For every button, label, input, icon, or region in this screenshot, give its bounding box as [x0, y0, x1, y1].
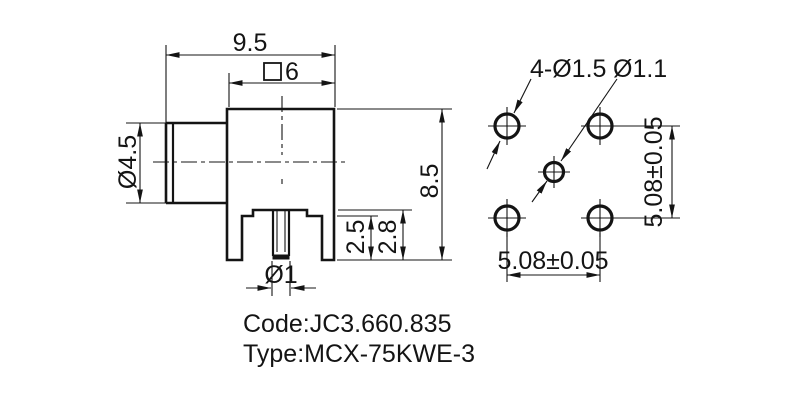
hole-top-right — [581, 107, 619, 145]
dim-body-square-label: 6 — [285, 58, 299, 86]
dim-overall-height: 8.5 — [337, 108, 452, 261]
dim-barrel-diameter: Ø4.5 — [114, 122, 168, 204]
hole-center — [538, 156, 570, 188]
part-code-text: Code:JC3.660.835 — [243, 310, 451, 338]
callout-corner-holes: 4-Ø1.5 — [486, 55, 606, 170]
dim-barrel-diameter-label: Ø4.5 — [114, 135, 142, 189]
center-pin — [271, 210, 291, 260]
dim-center-hole-label: Ø1.1 — [613, 55, 667, 83]
dim-pitch-vertical: 5.08±0.05 — [618, 116, 680, 228]
connector-barrel — [164, 121, 227, 205]
dim-leg-depth-label: 2.8 — [374, 220, 402, 255]
dim-pin-depth-label: 2.5 — [342, 220, 370, 255]
center-lines — [153, 96, 345, 184]
dim-pin-depth: 2.5 — [337, 215, 378, 260]
connector-body-outline — [225, 107, 336, 262]
dim-pin-diameter: Ø1 — [246, 261, 316, 296]
hole-bottom-right — [581, 199, 619, 237]
side-view: 9.5 6 Ø4.5 8.5 — [114, 29, 452, 296]
dim-overall-width: 9.5 — [165, 29, 336, 128]
dim-pitch-horizontal: 5.08±0.05 — [497, 233, 609, 282]
dim-pitch-horizontal-label: 5.08±0.05 — [497, 247, 608, 275]
part-type-text: Type:MCX-75KWE-3 — [243, 340, 475, 368]
dim-corner-holes-label: 4-Ø1.5 — [530, 55, 606, 83]
dim-body-square: 6 — [228, 58, 335, 107]
dim-pin-diameter-label: Ø1 — [264, 261, 297, 289]
title-block: Code:JC3.660.835 Type:MCX-75KWE-3 — [243, 310, 475, 368]
footprint-view: 4-Ø1.5 Ø1.1 5.08±0.05 5.08±0.05 — [486, 55, 680, 282]
dim-overall-height-label: 8.5 — [416, 164, 444, 199]
dim-leg-depth: 2.8 — [338, 209, 412, 260]
square-symbol — [263, 62, 282, 81]
dim-pitch-vertical-label: 5.08±0.05 — [640, 116, 668, 227]
hole-top-left — [488, 107, 526, 145]
dim-overall-width-label: 9.5 — [233, 29, 268, 57]
hole-bottom-left — [488, 199, 526, 237]
callout-center-hole: Ø1.1 — [531, 55, 667, 203]
